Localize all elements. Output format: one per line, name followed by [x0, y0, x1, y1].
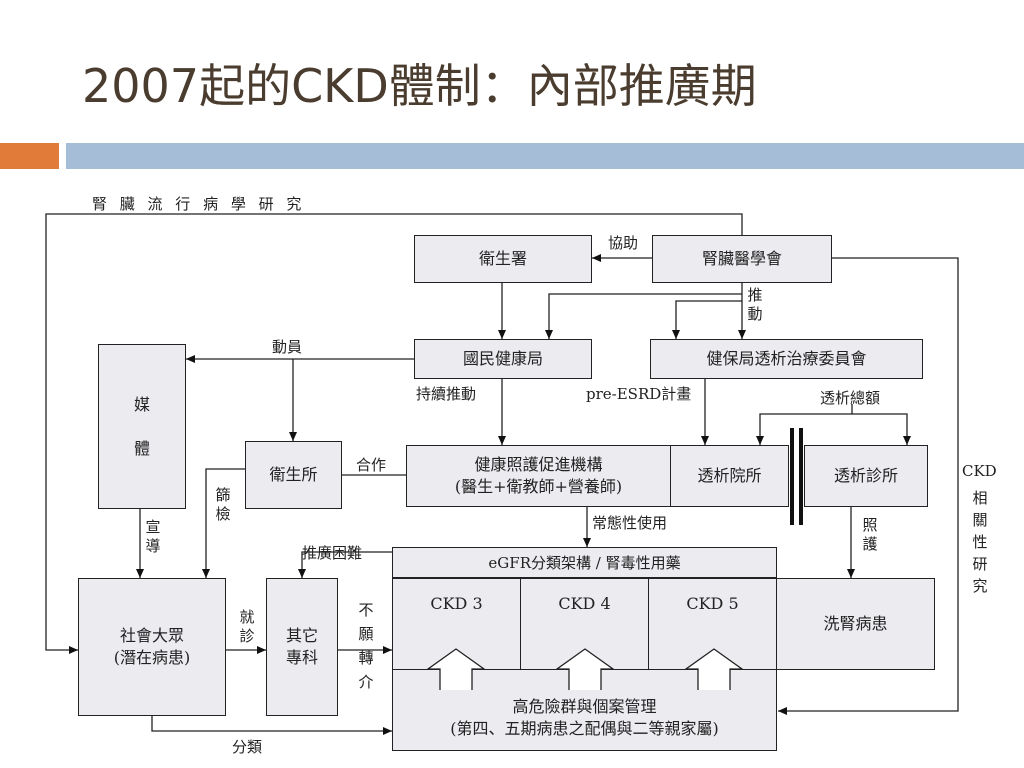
node-ckd4: CKD 4: [520, 578, 649, 670]
label-no-referral: 不 願 轉 介: [358, 601, 374, 691]
label-mobilize: 動員: [272, 338, 303, 356]
node-nhi-committee-label: 健保局透析治療委員會: [706, 349, 867, 368]
accent-bar-orange: [0, 143, 59, 169]
node-hpa-label: 國民健康局: [462, 349, 543, 368]
node-ckd3: CKD 3: [392, 578, 521, 670]
edge-research-loop: [778, 257, 959, 715]
label-visit: 就 診: [239, 608, 255, 645]
node-public-line2: (潛在病患): [113, 648, 191, 667]
node-public: 社會大眾 (潛在病患): [78, 578, 226, 716]
edge-budget-split: [756, 404, 853, 445]
node-dialysis-clinic-label: 透析診所: [833, 466, 898, 485]
edge-epidemiology-loop: [45, 213, 743, 654]
node-public-line1: 社會大眾: [119, 626, 184, 645]
node-high-risk-line2: (第四、五期病患之配偶與二等親家屬): [450, 719, 719, 738]
label-promotion-difficulty: 推廣困難: [302, 544, 363, 562]
node-egfr-label: eGFR分類架構 / 腎毒性用藥: [488, 553, 681, 572]
label-dialysis-budget: 透析總額: [820, 389, 881, 407]
node-nephrology: 腎臟醫學會: [652, 235, 832, 283]
label-care: 照 護: [862, 516, 878, 553]
label-screening: 篩 檢: [215, 486, 231, 523]
node-care-org-line2: (醫生+衛教師+營養師): [454, 477, 623, 496]
edge-nephrology-to-nhi-2: [672, 300, 742, 339]
node-doh-label: 衛生署: [478, 249, 527, 268]
accent-bar-blue: [66, 143, 1024, 169]
node-high-risk-line1: 高危險群與個案管理: [512, 697, 657, 716]
label-assist: 協助: [608, 234, 639, 252]
node-doh: 衛生署: [414, 235, 592, 283]
edge-nephrology-to-hpa: [545, 293, 742, 339]
node-ckd3-label: CKD 3: [430, 594, 483, 613]
node-ckd5-label: CKD 5: [686, 594, 739, 613]
label-ckd-research-title: CKD: [962, 462, 997, 480]
node-dialysis-clinic: 透析診所: [804, 445, 928, 507]
node-hpa: 國民健康局: [414, 339, 592, 379]
node-dialysis-hospital-label: 透析院所: [697, 466, 762, 485]
edge-screening: [202, 468, 245, 578]
label-continuous-promote: 持續推動: [416, 385, 477, 403]
edge-classify: [151, 716, 392, 735]
node-media-label: 媒 體: [133, 394, 150, 458]
label-pre-esrd: pre-ESRD計畫: [586, 385, 692, 403]
node-ckd5: CKD 5: [648, 578, 777, 670]
node-ckd4-label: CKD 4: [558, 594, 611, 613]
node-dialysis-hospital: 透析院所: [670, 445, 789, 507]
node-health-station: 衛生所: [245, 441, 342, 509]
label-cooperate: 合作: [356, 456, 387, 474]
edge-budget-split-2: [852, 413, 911, 445]
label-advocacy: 宣 導: [145, 518, 161, 555]
node-nephrology-label: 腎臟醫學會: [701, 249, 782, 268]
node-egfr: eGFR分類架構 / 腎毒性用藥: [392, 547, 777, 578]
node-dialysis-patients: 洗腎病患: [776, 578, 935, 670]
node-nhi-committee: 健保局透析治療委員會: [650, 339, 923, 379]
node-other-specialty: 其它 專科: [266, 578, 338, 716]
node-care-org-line1: 健康照護促進機構: [474, 455, 603, 474]
label-epidemiology: 腎 臟 流 行 病 學 研 究: [92, 195, 302, 213]
label-ckd-research: 相 關 性 研 究: [972, 489, 988, 595]
label-promote: 推 動: [747, 286, 763, 323]
label-routine-use: 常態性使用: [592, 514, 668, 532]
node-high-risk: 高危險群與個案管理 (第四、五期病患之配偶與二等親家屬): [392, 669, 777, 751]
edge-difficulty: [298, 551, 392, 578]
slide-title: 2007起的CKD體制：內部推廣期: [82, 59, 757, 113]
node-media: 媒 體: [98, 344, 186, 509]
node-health-station-label: 衛生所: [269, 465, 318, 484]
node-care-org: 健康照護促進機構 (醫生+衛教師+營養師): [406, 445, 671, 507]
label-classify: 分類: [232, 738, 263, 756]
node-dialysis-patients-label: 洗腎病患: [823, 614, 888, 633]
node-other-specialty-label: 其它 專科: [285, 626, 318, 667]
